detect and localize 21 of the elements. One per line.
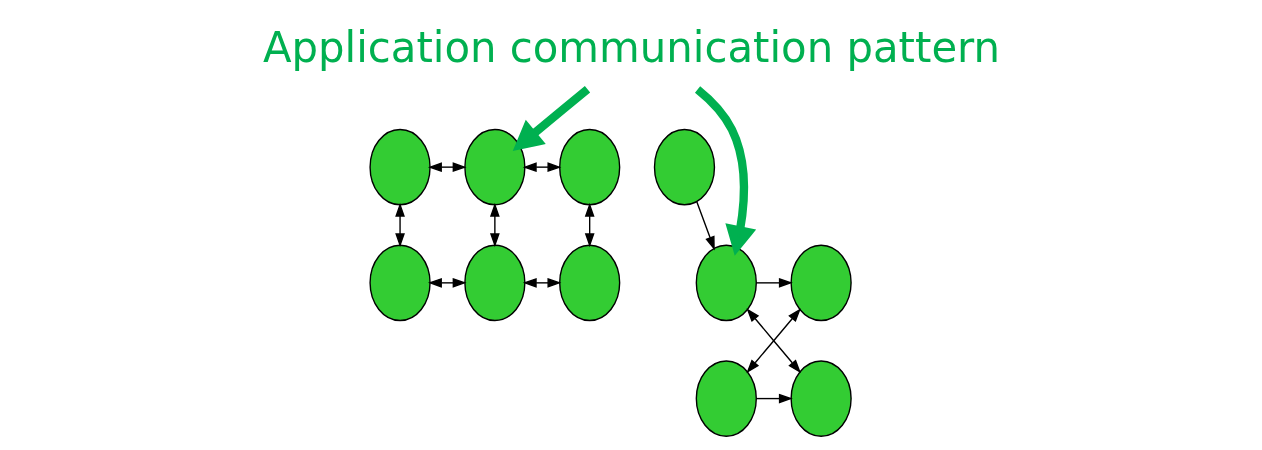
node-ellipse [368, 244, 431, 322]
arrow [745, 308, 801, 374]
node-ellipse [463, 128, 526, 206]
arrow [584, 202, 595, 248]
arrow [694, 86, 756, 256]
arrow [489, 202, 500, 248]
arrow [755, 278, 793, 288]
arrow [427, 278, 467, 288]
arrow [695, 201, 715, 251]
node-ellipse [368, 128, 431, 206]
arrow [394, 202, 405, 248]
node-text: Application communication pattern [262, 22, 1000, 72]
arrow [755, 393, 793, 404]
arrow [522, 278, 561, 288]
arrow [512, 85, 590, 151]
node-ellipse [558, 128, 620, 206]
arrow [522, 162, 561, 172]
node-ellipse [653, 128, 715, 206]
arrow [427, 162, 467, 172]
node-ellipse [558, 244, 620, 322]
node-ellipse [463, 244, 526, 322]
